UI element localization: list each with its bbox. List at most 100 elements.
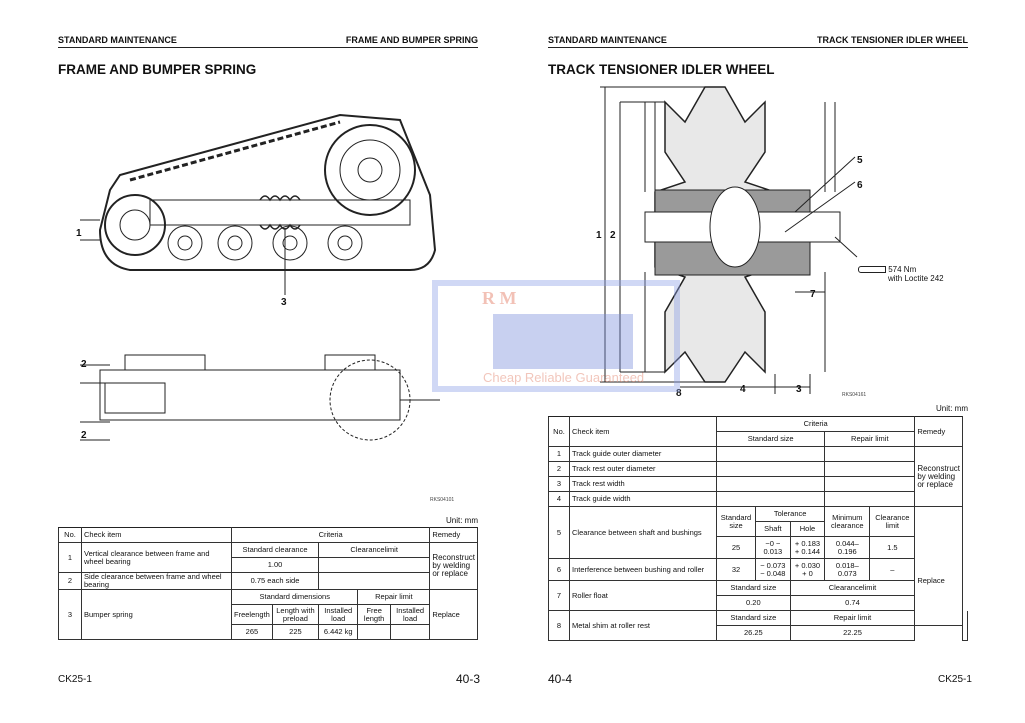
table-cell: 2	[548, 461, 570, 477]
figure-label-1: 1	[596, 230, 602, 241]
watermark: R M Cheap Reliable Guaranteed	[432, 280, 680, 392]
table-cell: 6.442 kg	[318, 624, 359, 640]
table-cell: Track guide outer diameter	[569, 446, 717, 462]
idler-wheel-diagram	[600, 86, 858, 394]
table-cell	[715, 461, 826, 477]
table-cell: 1	[548, 446, 570, 462]
figure-code: RKS04101	[430, 497, 455, 503]
table-cell: Replace	[914, 506, 963, 626]
table-cell: Free length	[357, 604, 391, 625]
table-cell: Standard size	[716, 506, 756, 537]
table-cell	[389, 624, 431, 640]
table-cell	[715, 491, 826, 507]
table-cell: Metal shim at roller rest	[569, 610, 717, 641]
watermark-logo-icon	[493, 314, 633, 369]
figure-label-7: 7	[810, 289, 816, 300]
left-header-title: FRAME AND BUMPER SPRING	[345, 35, 478, 45]
table-cell	[715, 476, 826, 492]
table-cell: Clearancelimit	[789, 580, 916, 596]
table-cell: Track rest outer diameter	[569, 461, 717, 477]
table-cell	[318, 557, 431, 573]
table-cell: Clearance between shaft and bushings	[569, 506, 717, 559]
table-cell: 26.25	[716, 625, 791, 641]
table-cell: Installed load	[389, 604, 431, 625]
right-header-title: TRACK TENSIONER IDLER WHEEL	[816, 35, 968, 45]
table-cell: 32	[716, 558, 756, 581]
table-cell: 5	[548, 506, 570, 559]
table-cell: Remedy	[914, 416, 963, 447]
frame-diagram	[80, 113, 440, 441]
table-cell: No.	[548, 416, 570, 447]
table-cell: 3	[548, 476, 570, 492]
watermark-brand: R M	[482, 288, 517, 308]
left-footer-model: CK25-1	[58, 674, 92, 685]
figure-label-2: 2	[610, 230, 616, 241]
figure-label-2a: 2	[81, 359, 87, 370]
table-cell: 8	[548, 610, 570, 641]
col-item: Check item	[81, 527, 232, 543]
table-cell: Standard dimensions	[230, 589, 359, 605]
table-cell: 265	[231, 624, 273, 640]
table-cell: 3	[58, 589, 82, 640]
unit-label: Unit: mm	[446, 516, 478, 525]
table-cell: 1.00	[230, 557, 320, 573]
table-cell: 1.5	[869, 536, 916, 559]
table-cell: 25	[716, 536, 756, 559]
table-cell: Interference between bushing and roller	[569, 558, 717, 581]
right-header-section: STANDARD MAINTENANCE	[548, 35, 667, 45]
table-cell	[824, 446, 916, 462]
table-cell: 2	[58, 572, 82, 590]
table-cell: Reconstruct by welding or replace	[914, 446, 963, 507]
table-cell	[824, 461, 916, 477]
divider	[58, 47, 478, 48]
table-cell: Repair limit	[357, 589, 431, 605]
table-cell: Repair limit	[789, 610, 916, 626]
right-footer-model: CK25-1	[938, 674, 972, 685]
page-title: FRAME AND BUMPER SPRING	[58, 62, 257, 77]
left-header-section: STANDARD MAINTENANCE	[58, 35, 177, 45]
table-cell: Shaft	[755, 521, 791, 537]
table-cell: 0.75 each side	[230, 572, 320, 590]
table-cell: + 0.030 + 0	[789, 558, 826, 581]
table-cell: 6	[548, 558, 570, 581]
figure-label-4: 4	[740, 384, 746, 395]
table-cell: Track rest width	[569, 476, 717, 492]
figure-label-3: 3	[796, 384, 802, 395]
table-cell: –	[869, 558, 916, 581]
col-criteria: Criteria	[230, 527, 431, 543]
table-cell: 7	[548, 580, 570, 611]
table-cell: 22.25	[789, 625, 916, 641]
figure-label-6: 6	[857, 180, 863, 191]
table-cell	[357, 624, 391, 640]
col-remedy: Remedy	[429, 527, 478, 543]
table-cell: Reconstruct by welding or replace	[429, 542, 478, 590]
table-cell: 0.018– 0.073	[824, 558, 871, 581]
col-no: No.	[58, 527, 82, 543]
right-page-number: 40-4	[548, 672, 573, 686]
unit-label: Unit: mm	[936, 404, 968, 413]
table-cell: Clearance limit	[869, 506, 916, 537]
figure-label-1: 1	[76, 228, 82, 239]
table-cell: Repair limit	[824, 431, 916, 447]
table-cell: Side clearance between frame and wheel b…	[81, 572, 232, 590]
table-cell: Freelength	[231, 604, 273, 625]
left-page-number: 40-3	[456, 672, 481, 686]
table-cell	[715, 446, 826, 462]
table-cell: 225	[271, 624, 320, 640]
table-cell: Length with preload	[271, 604, 320, 625]
table-cell: Standard size	[715, 431, 826, 447]
table-cell: 1	[58, 542, 82, 573]
table-cell: 0.74	[789, 595, 916, 611]
table-cell: − 0.073 − 0.048	[755, 558, 791, 581]
figure-code: RKS04161	[842, 392, 867, 398]
table-cell: Criteria	[715, 416, 916, 432]
